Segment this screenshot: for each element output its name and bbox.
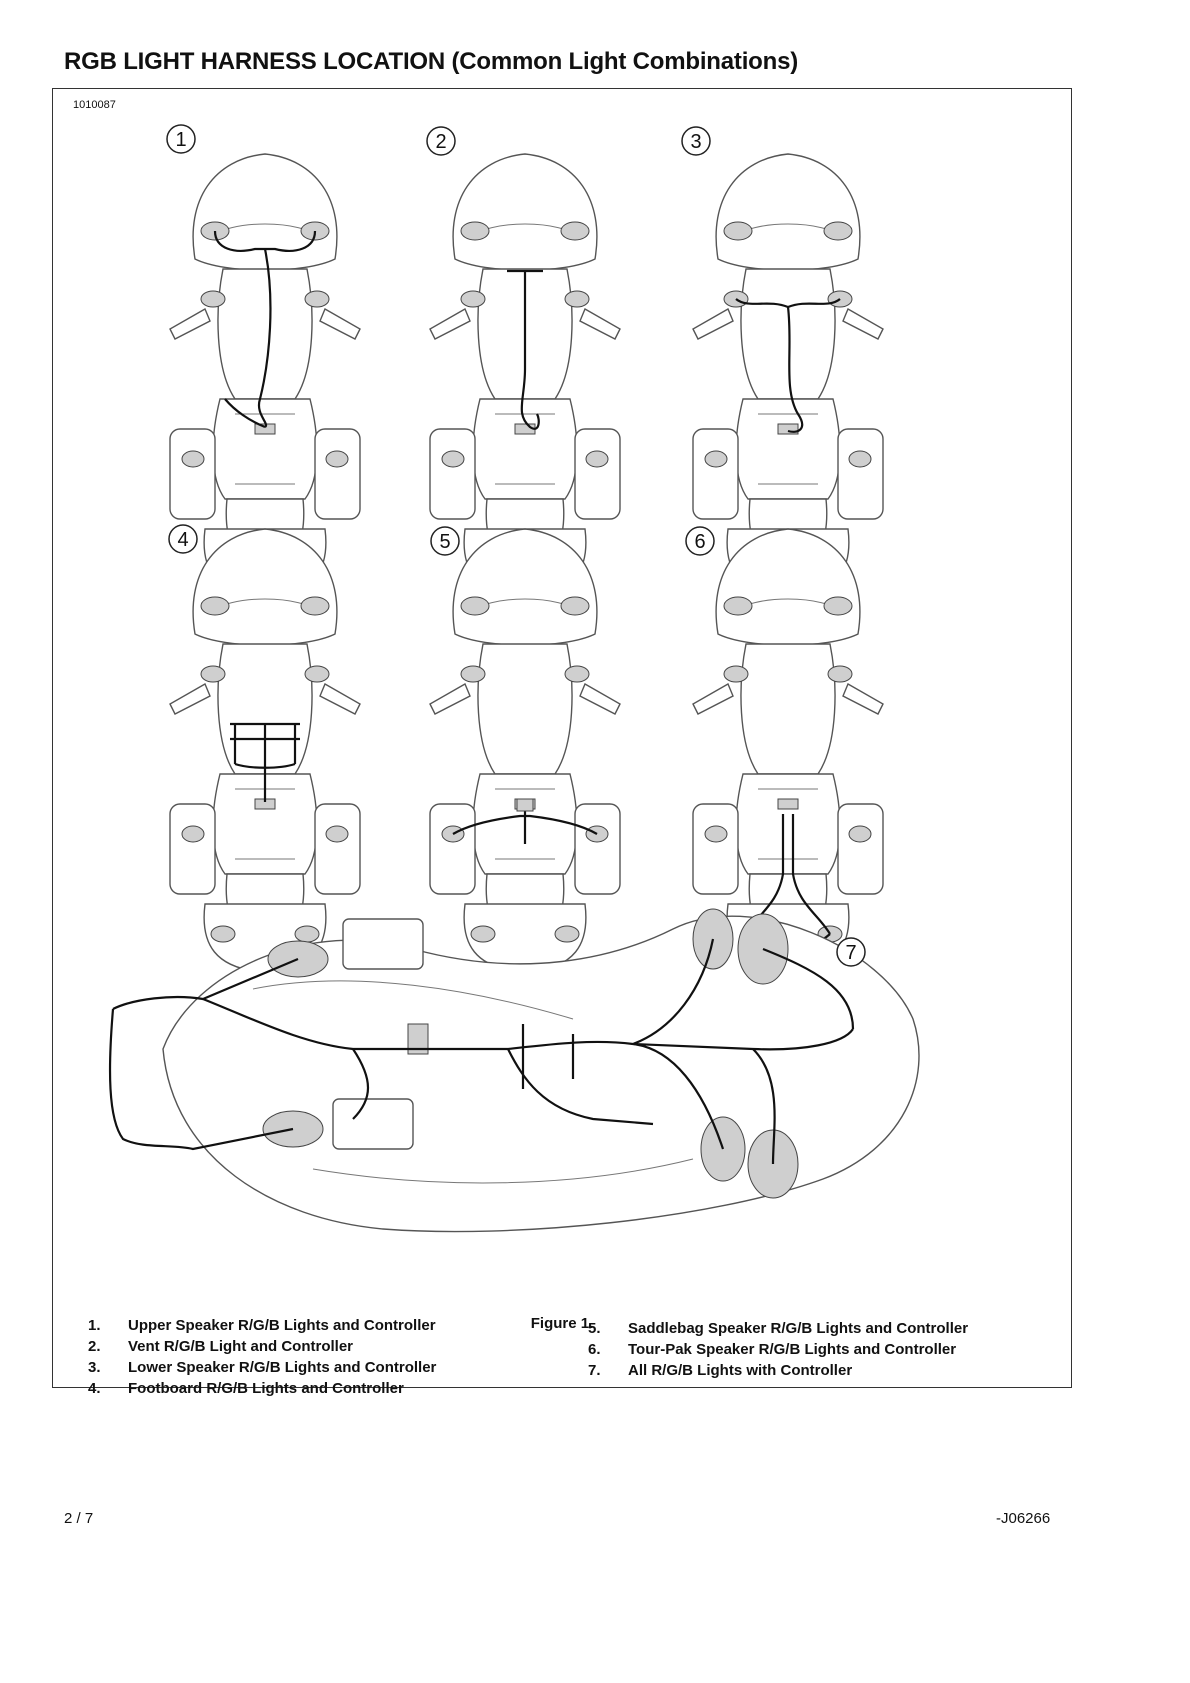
legend-number: 3. [88,1359,101,1376]
page-number: 2 / 7 [64,1510,94,1527]
legend-label: Vent R/G/B Light and Controller [128,1338,353,1355]
document-number: -J06266 [996,1510,1051,1527]
svg-text:7: 7 [845,942,856,964]
legend-label: Upper Speaker R/G/B Lights and Controlle… [128,1317,436,1334]
badge-6: 6 [685,526,715,556]
legend-right: 5. Saddlebag Speaker R/G/B Lights and Con… [588,1318,968,1381]
legend-number: 7. [588,1362,601,1379]
badge-2: 2 [426,126,456,156]
svg-text:2: 2 [435,131,446,153]
bike-diagram-3 [692,153,884,598]
legend-item: 2. Vent R/G/B Light and Controller [88,1336,436,1357]
badge-5: 5 [430,526,460,556]
legend-item: 3. Lower Speaker R/G/B Lights and Control… [88,1357,436,1378]
legend-label: Lower Speaker R/G/B Lights and Controlle… [128,1359,437,1376]
legend-item: 1. Upper Speaker R/G/B Lights and Control… [88,1315,436,1336]
legend-item: 4. Footboard R/G/B Lights and Controller [88,1378,436,1399]
legend-item: 5. Saddlebag Speaker R/G/B Lights and Con… [588,1318,968,1339]
legend-label: All R/G/B Lights with Controller [628,1362,853,1379]
legend-number: 2. [88,1338,101,1355]
svg-text:5: 5 [439,531,450,553]
svg-text:4: 4 [177,529,188,551]
badge-3: 3 [681,126,711,156]
harness-diagram: 1 2 3 4 5 6 7 [108,124,920,1233]
figure-caption: Figure 1. [530,1315,594,1332]
figure-frame: 1010087 [52,88,1072,1397]
page-title: RGB LIGHT HARNESS LOCATION (Common Light… [64,48,799,75]
bike-diagram-2 [429,153,621,598]
bike-diagram-6 [692,528,884,973]
legend-number: 1. [88,1317,101,1334]
svg-text:1: 1 [175,129,186,151]
legend-item: 7. All R/G/B Lights with Controller [588,1360,968,1381]
legend-number: 5. [588,1320,601,1337]
legend-number: 6. [588,1341,601,1358]
legend-item: 6. Tour-Pak Speaker R/G/B Lights and Cont… [588,1339,968,1360]
bike-diagram-1 [169,153,361,598]
legend-label: Footboard R/G/B Lights and Controller [128,1380,404,1397]
figure-id: 1010087 [73,99,116,111]
badge-7: 7 [836,937,866,967]
legend-label: Saddlebag Speaker R/G/B Lights and Contr… [628,1320,969,1337]
badge-4: 4 [168,524,198,554]
legend-left: 1. Upper Speaker R/G/B Lights and Control… [88,1315,436,1399]
svg-text:3: 3 [690,131,701,153]
svg-text:6: 6 [694,531,705,553]
bike-diagram-4 [169,528,361,973]
legend-label: Tour-Pak Speaker R/G/B Lights and Contro… [628,1341,957,1358]
badge-1: 1 [166,124,196,154]
legend-number: 4. [88,1380,101,1397]
bike-diagram-5 [429,528,621,973]
bike-diagram-7 [108,908,920,1233]
